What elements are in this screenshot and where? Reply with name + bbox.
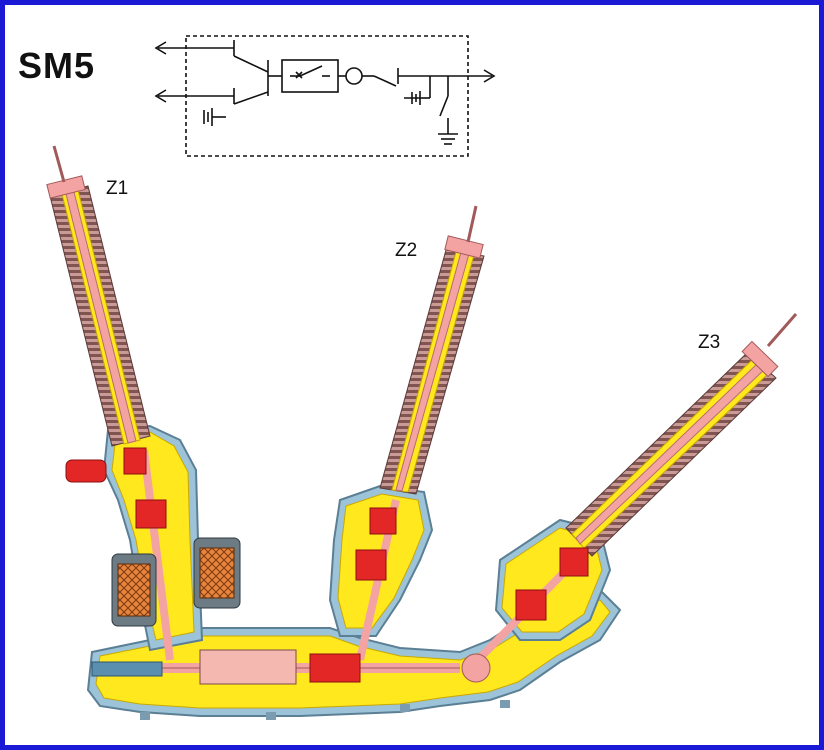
bushing-z3 [565,313,798,557]
bushing-z2 [379,205,485,495]
bushing-z2-terminal [444,235,484,259]
disconnector-2-icon [233,91,269,105]
contact-z1-upper [123,447,147,475]
contact-z2-lower [355,549,387,581]
busbar-1-arrow-icon [154,41,167,55]
zone-label-z1: Z1 [106,178,129,199]
breaker-contact [309,653,361,683]
breaker-interrupter [199,649,297,685]
earthing-switch-icon [439,95,449,117]
feeder-arrow-icon [483,69,496,83]
line-disconnector-icon [373,75,397,87]
current-transformer-icon [345,67,363,85]
zone-label-z3: Z3 [698,332,721,353]
contact-z2-upper [369,507,397,535]
zone-label-z2: Z2 [395,240,418,261]
contact-z3-lower [515,589,547,621]
diagram-title: SM5 [18,45,96,86]
earth-switch-contact [65,459,107,483]
busbar-2-arrow-icon [154,89,167,103]
elbow-joint [461,653,491,683]
disconnector-1-icon [233,55,269,73]
bushing-z3-terminal [741,340,779,378]
gis-cross-section [46,145,798,720]
current-transformer-left [117,563,151,617]
single-line-schematic [154,35,496,157]
bushing-z1 [46,145,151,447]
operating-rod [91,661,163,677]
contact-z3-upper [559,547,589,577]
current-transformer-right [199,547,235,599]
contact-z1-lower [135,499,167,529]
